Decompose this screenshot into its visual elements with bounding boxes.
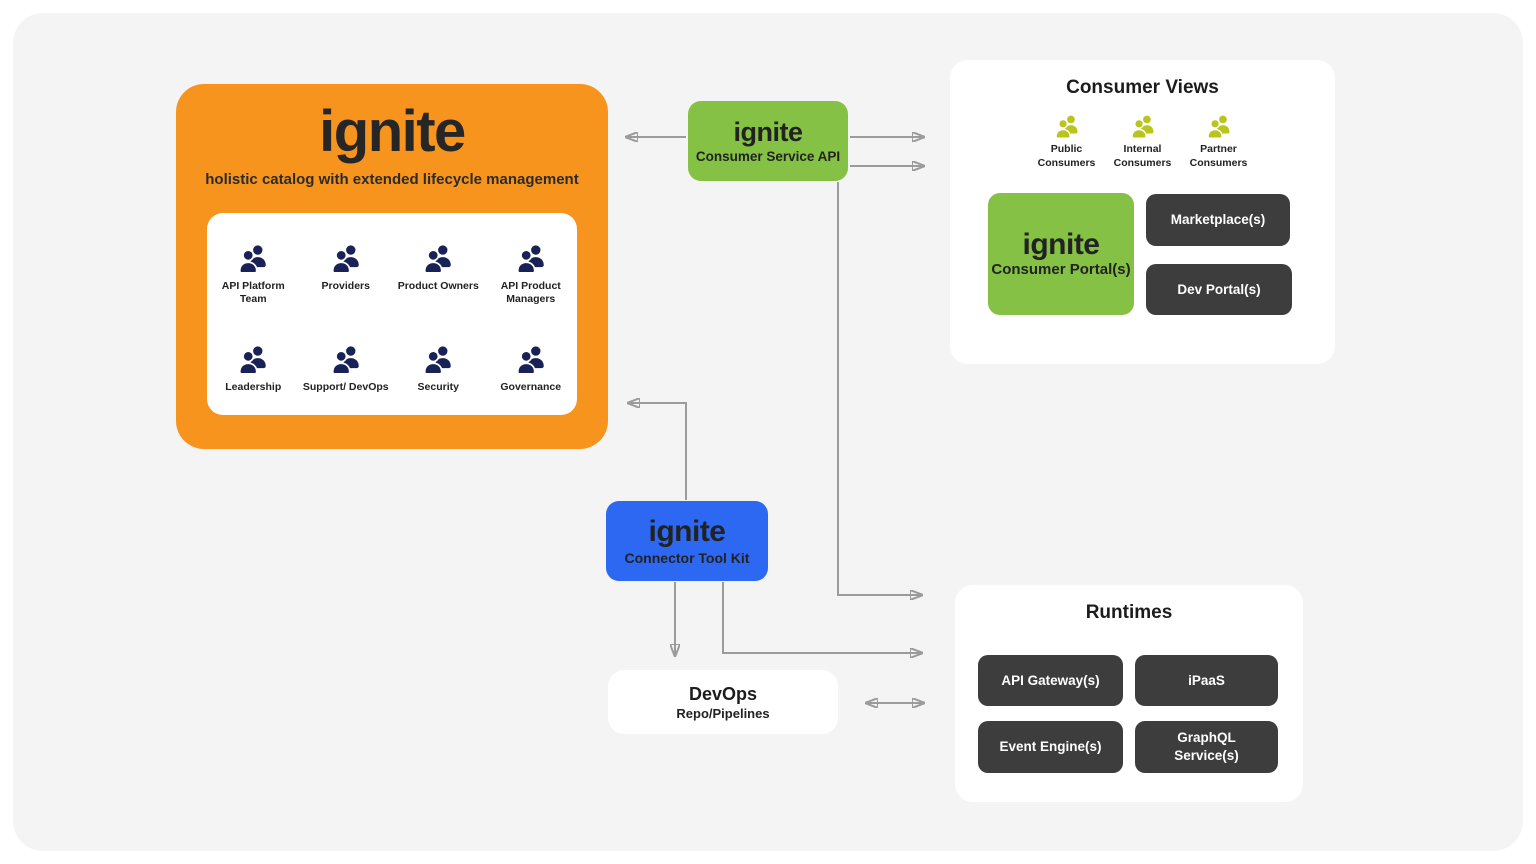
consumer-portal-box: ignite Consumer Portal(s) (988, 193, 1134, 315)
connector-tool-kit-box: ignite Connector Tool Kit (606, 501, 768, 581)
catalog-box: ignite holistic catalog with extended li… (176, 84, 608, 449)
consumer-label: Partner Consumers (1189, 143, 1248, 169)
dev-portal-box: Dev Portal(s) (1146, 264, 1292, 315)
consumer-types-row: Public Consumers Internal Consumers Part… (950, 112, 1335, 170)
consumer-public: Public Consumers (1029, 112, 1105, 170)
persona-api-platform-team: API Platform Team (207, 241, 300, 314)
persona-api-product-managers: API Product Managers (485, 241, 578, 314)
runtimes-title: Runtimes (1085, 602, 1173, 623)
consumer-label: Internal Consumers (1113, 143, 1172, 169)
people-icon (424, 346, 451, 375)
people-icon (239, 346, 266, 375)
persona-label: Product Owners (397, 280, 479, 292)
people-icon (331, 346, 359, 375)
people-icon (516, 245, 544, 274)
service-api-brand: ignite (733, 117, 804, 148)
people-icon (424, 245, 451, 274)
consumer-service-api-box: ignite Consumer Service API (688, 101, 848, 181)
ipaas-box: iPaaS (1135, 655, 1278, 706)
consumer-internal: Internal Consumers (1105, 112, 1181, 170)
people-icon (331, 245, 359, 274)
persona-label: API Product Managers (500, 280, 561, 306)
persona-governance: Governance (485, 342, 578, 415)
devops-subtitle: Repo/Pipelines (676, 705, 770, 721)
event-engines-box: Event Engine(s) (978, 721, 1123, 773)
portal-label: Consumer Portal(s) (991, 261, 1131, 279)
persona-product-owners: Product Owners (392, 241, 485, 314)
consumer-label: Public Consumers (1037, 143, 1096, 169)
catalog-subtitle: holistic catalog with extended lifecycle… (205, 171, 579, 188)
graphql-services-box: GraphQL Service(s) (1135, 721, 1278, 773)
catalog-brand: ignite (319, 99, 466, 164)
consumer-views-box: Consumer Views Public Consumers Internal… (950, 60, 1335, 364)
portal-brand: ignite (1022, 227, 1101, 261)
people-icon (1206, 115, 1229, 139)
persona-label: Support/ DevOps (302, 381, 389, 393)
consumer-partner: Partner Consumers (1181, 112, 1257, 170)
people-icon (1054, 115, 1077, 139)
people-icon (516, 346, 544, 375)
persona-label: API Platform Team (221, 280, 285, 306)
persona-leadership: Leadership (207, 342, 300, 415)
persona-support-devops: Support/ DevOps (300, 342, 393, 415)
service-api-label: Consumer Service API (695, 148, 841, 164)
connector-label: Connector Tool Kit (624, 549, 750, 566)
personas-row-2: Leadership Support/ DevOps Security Gove… (207, 314, 577, 415)
people-icon (239, 245, 266, 274)
persona-label: Providers (321, 280, 370, 292)
people-icon (1130, 115, 1153, 139)
persona-label: Security (417, 381, 459, 393)
persona-label: Governance (500, 381, 562, 393)
marketplace-box: Marketplace(s) (1146, 194, 1290, 246)
runtimes-box: Runtimes API Gateway(s) iPaaS Event Engi… (955, 585, 1303, 802)
persona-label: Leadership (225, 381, 282, 393)
personas-row-1: API Platform Team Providers Product Owne… (207, 213, 577, 314)
persona-security: Security (392, 342, 485, 415)
api-gateways-box: API Gateway(s) (978, 655, 1123, 706)
personas-panel: API Platform Team Providers Product Owne… (207, 213, 577, 415)
consumer-views-title: Consumer Views (1066, 77, 1219, 98)
devops-title: DevOps (688, 683, 758, 704)
connector-brand: ignite (648, 515, 727, 549)
persona-providers: Providers (300, 241, 393, 314)
devops-box: DevOps Repo/Pipelines (608, 670, 838, 734)
